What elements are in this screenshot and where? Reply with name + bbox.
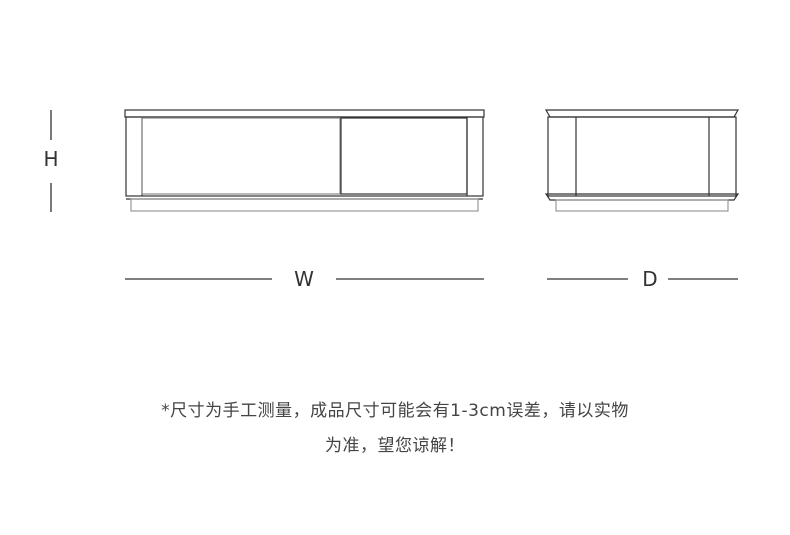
side-bottom-shelf (544, 193, 740, 201)
front-body (125, 116, 484, 197)
side-plinth (555, 199, 729, 212)
disclaimer-note-line-1: *尺寸为手工测量，成品尺寸可能会有1-3cm误差，请以实物 (161, 401, 629, 421)
height-label: H (43, 147, 58, 171)
side-top-slab (544, 109, 740, 118)
front-sliding-door-right (340, 117, 468, 195)
width-label: W (294, 267, 314, 291)
disclaimer-note-line-2: 为准，望您谅解！ (325, 436, 465, 456)
front-view (124, 109, 485, 212)
depth-label: D (642, 267, 657, 291)
side-body (547, 116, 737, 197)
front-sliding-door-left (141, 117, 341, 195)
front-top-slab (124, 109, 485, 118)
front-plinth (130, 198, 479, 212)
side-view (544, 109, 740, 212)
